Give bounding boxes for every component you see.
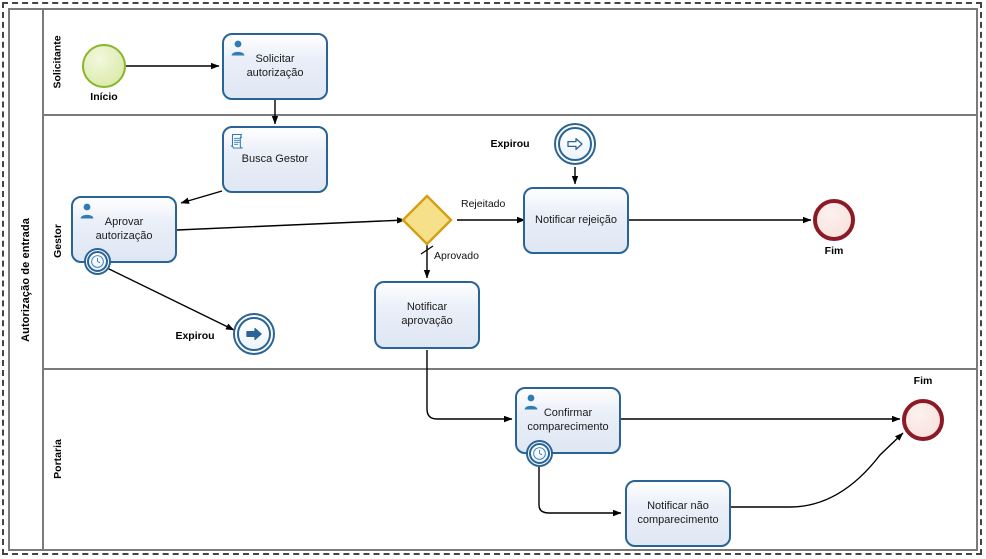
task-label: Confirmar comparecimento: [522, 407, 614, 435]
task-label: Aprovar autorização: [95, 215, 153, 242]
task-label: Notificar rejeição: [535, 213, 617, 226]
flow-label-aprovado: Aprovado: [434, 250, 479, 262]
link-catch-event-expirou[interactable]: [554, 123, 596, 165]
flow-label-rejeitado: Rejeitado: [461, 198, 506, 210]
lane-label-portaria: Portaria: [52, 438, 64, 479]
lane-solicitante[interactable]: Solicitante: [44, 10, 978, 114]
user-task-icon: [78, 202, 96, 220]
lane-label-solicitante: Solicitante: [52, 35, 65, 89]
end-event-fim-gestor[interactable]: [813, 199, 855, 241]
boundary-timer-event-confirmar[interactable]: [526, 440, 553, 467]
user-task-icon: [522, 393, 540, 411]
exclusive-gateway[interactable]: [401, 194, 453, 246]
task-label-line1: Confirmar: [543, 406, 593, 419]
task-label: Notificar aprovação: [401, 301, 453, 327]
task-label-line1: Notificar não: [647, 499, 709, 512]
task-notificar-nao-comparecimento[interactable]: Notificar não comparecimento: [625, 480, 731, 547]
task-label-line2: comparecimento: [527, 420, 609, 433]
link-catch-event-label: Expirou: [490, 138, 530, 150]
task-label: Notificar não comparecimento: [632, 500, 724, 528]
task-label-line2: comparecimento: [637, 513, 719, 526]
lane-portaria[interactable]: Portaria: [44, 368, 978, 549]
task-busca-gestor[interactable]: Busca Gestor: [222, 126, 328, 193]
timer-clock-icon: [528, 442, 551, 465]
lane-header-gestor: Gestor: [44, 114, 72, 368]
start-event-label: Início: [90, 91, 118, 103]
link-catch-arrow-icon: [558, 127, 592, 161]
boundary-timer-event-aprovar[interactable]: [84, 248, 111, 275]
link-throw-event-expirou[interactable]: [233, 313, 275, 355]
pool-title: Autorização de entrada: [20, 217, 32, 342]
pool-autorizacao-de-entrada[interactable]: Autorização de entrada Solicitante Gesto…: [8, 8, 978, 551]
task-solicitar-autorizacao[interactable]: Solicitar autorização: [222, 33, 328, 100]
end-event-label-portaria: Fim: [913, 375, 933, 387]
end-event-fim-portaria[interactable]: [902, 399, 944, 441]
task-label: Solicitar autorização: [246, 52, 304, 79]
end-event-label-gestor: Fim: [824, 245, 844, 257]
script-task-icon: [229, 132, 247, 150]
link-throw-event-label: Expirou: [175, 330, 215, 342]
task-notificar-rejeicao[interactable]: Notificar rejeição: [523, 187, 629, 254]
start-event-inicio[interactable]: [82, 44, 126, 88]
lane-header-portaria: Portaria: [44, 368, 72, 549]
link-throw-arrow-icon: [237, 317, 271, 351]
timer-clock-icon: [86, 250, 109, 273]
lane-divider-2: [44, 368, 978, 370]
task-label: Busca Gestor: [241, 152, 309, 165]
user-task-icon: [229, 39, 247, 57]
task-notificar-aprovacao[interactable]: Notificar aprovação: [374, 281, 480, 349]
lane-divider-1: [44, 114, 978, 116]
lane-label-gestor: Gestor: [52, 224, 64, 258]
pool-header: Autorização de entrada: [10, 10, 44, 549]
